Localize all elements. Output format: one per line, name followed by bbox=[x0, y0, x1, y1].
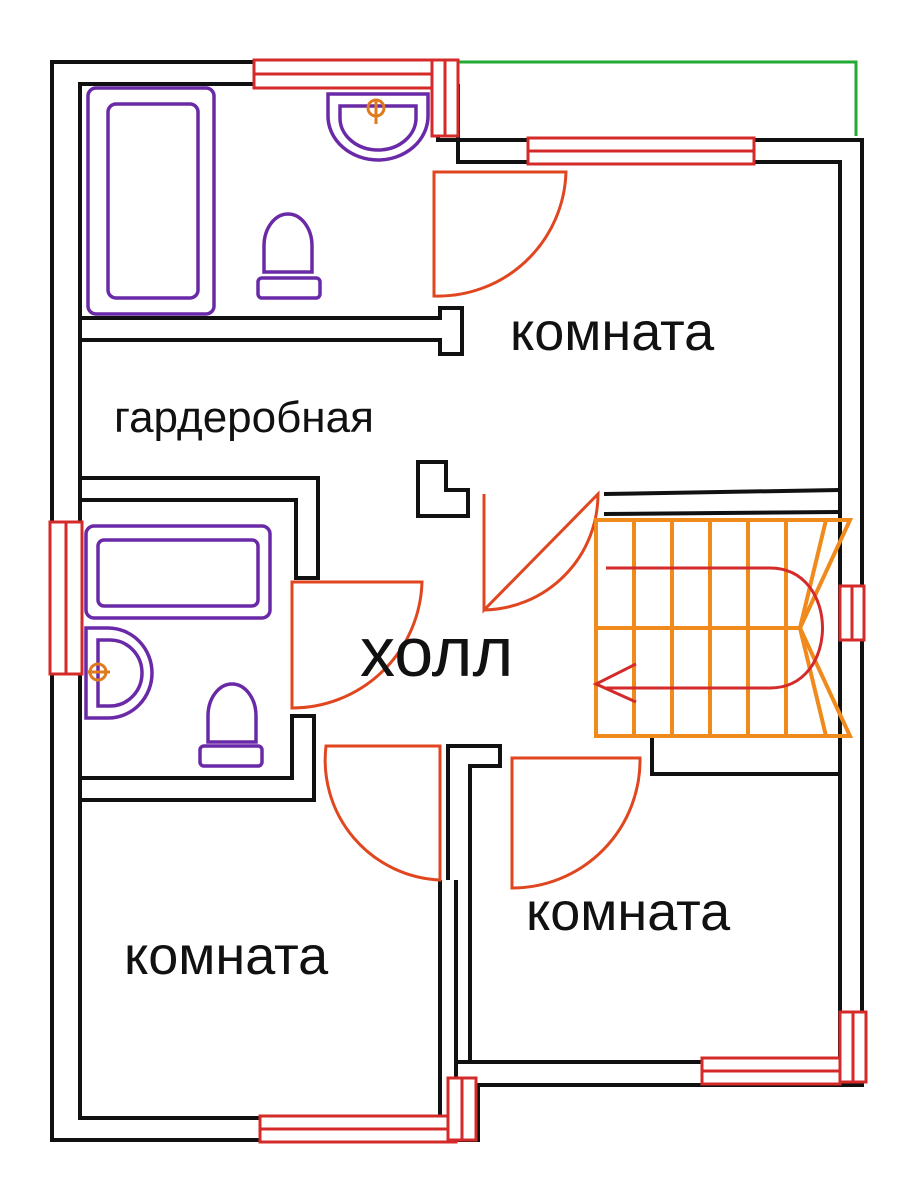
window-room-bottom-left bbox=[258, 1076, 478, 1144]
sink-icon bbox=[326, 92, 430, 162]
window-bath-side bbox=[430, 58, 460, 138]
wall-wardrobe-bath2 bbox=[80, 476, 320, 580]
window-bath-top bbox=[252, 58, 434, 90]
wall-bottom-left-partition bbox=[438, 880, 458, 1118]
window-room-bottom-right bbox=[700, 1010, 868, 1086]
wall-bottom-right-top bbox=[650, 738, 840, 776]
sink-icon bbox=[84, 626, 154, 720]
toilet-icon bbox=[256, 212, 322, 300]
stair-outline bbox=[594, 518, 854, 738]
door-room-bottom-left bbox=[323, 744, 442, 882]
window-bath2-left bbox=[48, 520, 84, 676]
bathtub-icon bbox=[86, 86, 216, 316]
balcony bbox=[458, 60, 858, 136]
label-room-top-right: комната bbox=[510, 302, 715, 362]
wall-pillar bbox=[416, 460, 470, 518]
door-bath2 bbox=[290, 580, 424, 710]
windows bbox=[48, 58, 868, 1144]
stair-winder-1 bbox=[798, 519, 828, 629]
door-stairs-hall bbox=[482, 490, 600, 614]
staircase-icon bbox=[592, 518, 854, 738]
wall-room-hall bbox=[603, 488, 841, 516]
door-room-bottom-right bbox=[510, 756, 642, 890]
wall-bath-wardrobe bbox=[80, 306, 464, 356]
balcony-railing bbox=[458, 60, 858, 136]
label-wardrobe: гардеробная bbox=[114, 393, 374, 442]
fixtures bbox=[84, 86, 430, 768]
bathtub-icon bbox=[84, 524, 272, 620]
wall-bath2-bottom bbox=[80, 714, 316, 802]
wall-bottom-right-partition bbox=[446, 744, 502, 1062]
door-room-top bbox=[432, 170, 568, 298]
doors bbox=[290, 170, 642, 890]
label-hall: холл bbox=[360, 613, 513, 691]
stair-direction-arrow bbox=[592, 566, 824, 704]
toilet-icon bbox=[198, 682, 264, 768]
label-room-bottom-right: комната bbox=[526, 882, 731, 942]
label-room-bottom-left: комната bbox=[124, 926, 329, 986]
window-stairs-right bbox=[838, 584, 866, 642]
window-room-top bbox=[526, 136, 756, 166]
stair-winder-2 bbox=[798, 627, 828, 737]
